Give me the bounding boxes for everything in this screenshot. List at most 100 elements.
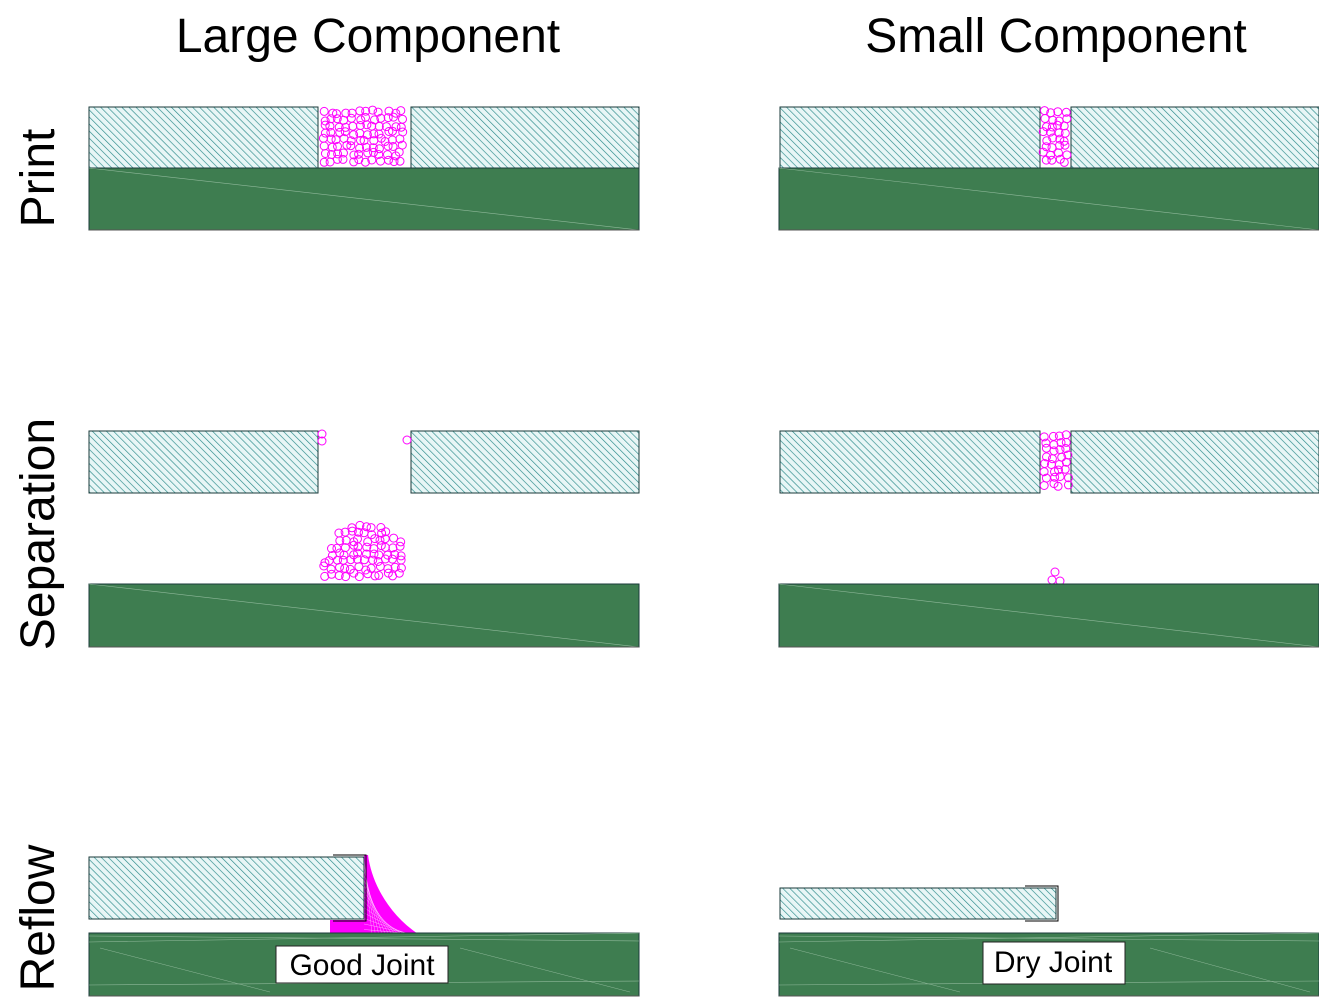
row-heading-separation: Separation: [12, 418, 65, 650]
solder-particle: [1041, 443, 1051, 453]
solder-particle: [370, 115, 379, 125]
solder-particle: [318, 133, 328, 143]
stencil-right: [1070, 430, 1319, 494]
solder-particle: [1041, 155, 1051, 165]
solder-particle: [398, 114, 407, 124]
solder-particle: [375, 535, 385, 545]
solder-particle: [1039, 467, 1049, 477]
stencil-left: [779, 106, 1041, 169]
solder-particle: [396, 106, 406, 116]
solder-particle: [327, 142, 337, 152]
solder-particle: [384, 106, 394, 116]
residual-paste: [1047, 567, 1065, 586]
solder-particle: [1060, 140, 1070, 150]
solder-particle: [366, 523, 376, 533]
solder-particle: [369, 147, 378, 157]
solder-particle: [1061, 437, 1071, 447]
solder-particle: [362, 120, 372, 130]
solder-particle: [383, 113, 393, 123]
solder-particle: [340, 563, 350, 573]
solder-particle: [342, 140, 352, 150]
stencil-right: [410, 430, 640, 494]
solder-particle: [319, 106, 329, 116]
solder-particle: [396, 563, 406, 573]
reflow-large-panel: Good Joint: [88, 854, 640, 997]
solder-particle: [363, 148, 373, 158]
solder-particle: [1056, 438, 1066, 448]
stencil-left: [88, 430, 319, 494]
solder-particle: [1046, 150, 1055, 160]
solder-particle: [1041, 142, 1051, 152]
solder-particle: [367, 155, 377, 165]
solder-particle: [325, 157, 335, 167]
solder-particle: [341, 122, 351, 132]
solder-particle: [326, 127, 336, 137]
solder-particle: [361, 142, 371, 152]
solder-particle: [1054, 128, 1064, 138]
solder-particle: [1053, 107, 1063, 117]
solder-particle: [1050, 472, 1060, 482]
solder-particle: [380, 554, 390, 564]
solder-particle: [340, 127, 350, 137]
fillet-line: [363, 874, 383, 935]
pcb-board: [778, 583, 1319, 648]
component-body: [779, 887, 1057, 920]
column-heading-large: Large Component: [176, 10, 560, 63]
residual-paste: [317, 429, 412, 446]
solder-particle: [370, 571, 380, 581]
solder-particle: [349, 540, 359, 550]
solder-paste-deposit: [319, 520, 406, 582]
print-large-panel: [88, 105, 640, 231]
pcb-board: [778, 167, 1319, 231]
solder-particle: [369, 549, 379, 559]
solder-particle: [374, 129, 384, 139]
solder-particle: [1038, 127, 1048, 137]
solder-particle: [339, 148, 348, 158]
solder-particle: [1059, 157, 1069, 167]
solder-particle: [327, 569, 337, 579]
solder-particle: [353, 548, 363, 558]
solder-particle: [1061, 107, 1071, 117]
solder-particle: [374, 550, 384, 560]
solder-particle: [327, 544, 336, 553]
solder-particle: [1055, 472, 1065, 481]
solder-particle: [332, 109, 341, 119]
solder-particle: [355, 520, 365, 530]
solder-particle: [394, 147, 404, 157]
solder-particle: [1050, 467, 1059, 477]
solder-particle: [1038, 147, 1048, 157]
solder-particle: [1054, 465, 1063, 475]
solder-particle: [1039, 481, 1049, 490]
solder-particle: [376, 541, 386, 551]
solder-particle: [1042, 452, 1051, 462]
solder-particle: [383, 150, 392, 160]
component-terminal: [333, 854, 367, 922]
solder-particle: [349, 130, 359, 140]
solder-particle: [332, 114, 342, 124]
solder-particle: [320, 149, 330, 158]
solder-particle: [354, 572, 364, 582]
solder-particle: [1061, 457, 1071, 467]
solder-particle: [396, 551, 406, 561]
stencil-right: [410, 106, 640, 169]
solder-particle: [381, 122, 391, 132]
solder-particle: [373, 107, 383, 117]
solder-particle: [384, 155, 393, 165]
stencil-right: [1070, 106, 1319, 169]
solder-particle: [355, 143, 365, 153]
solder-particle: [326, 564, 336, 574]
solder-particle: [389, 157, 399, 167]
component-body: [88, 856, 365, 920]
solder-particle: [347, 526, 357, 536]
solder-particle: [354, 155, 364, 165]
dry-joint-text: Dry Joint: [994, 946, 1113, 979]
row-heading-reflow: Reflow: [12, 844, 65, 991]
solder-particle: [1059, 121, 1069, 131]
stencil-left: [88, 106, 319, 169]
solder-particle: [1064, 473, 1073, 483]
solder-paste: [318, 105, 408, 167]
solder-particle: [383, 564, 393, 574]
solder-particle: [347, 523, 357, 533]
solder-particle: [389, 112, 398, 122]
